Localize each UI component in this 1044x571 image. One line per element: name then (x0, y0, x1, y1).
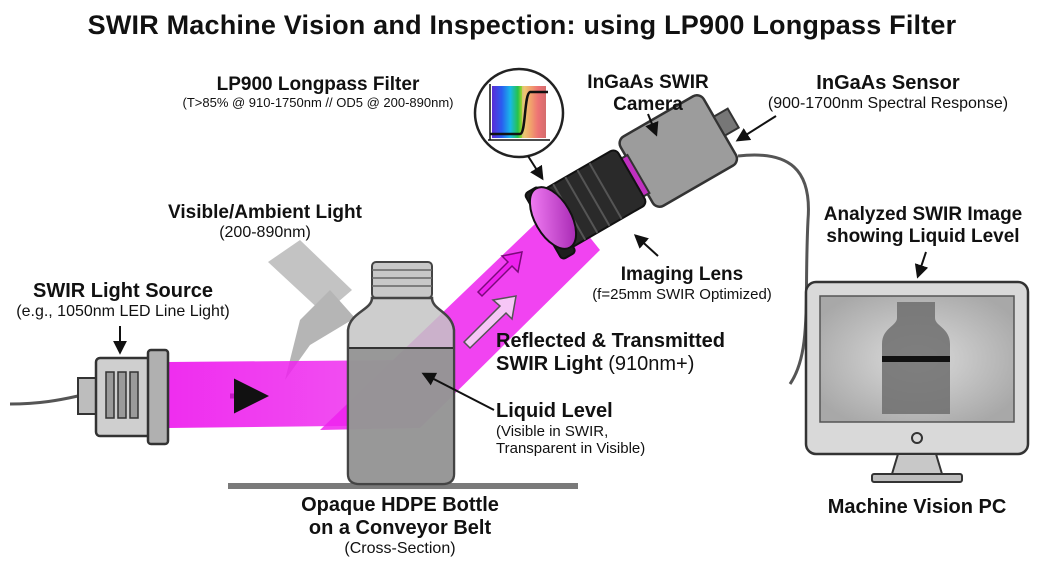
sensor-label: InGaAs Sensor (900-1700nm Spectral Respo… (738, 72, 1038, 113)
sensor-spec: (900-1700nm Spectral Response) (767, 95, 1009, 112)
liquid-spec-2: Transparent in Visible) (496, 440, 646, 458)
reflected-1: Reflected & Transmitted (496, 330, 725, 352)
filter-label: LP900 Longpass Filter (T>85% @ 910-1750n… (158, 74, 478, 111)
arrow-lens (633, 234, 659, 257)
liquid-title: Liquid Level (496, 400, 613, 422)
beam-arrow-reflected-1 (476, 251, 523, 298)
beam-arrow-reflected-2 (462, 295, 517, 350)
bottle (346, 261, 456, 486)
monitor (804, 280, 1030, 483)
camera-label: InGaAs SWIR Camera (578, 72, 718, 116)
camera-title-2: Camera (613, 93, 683, 115)
filter-title: LP900 Longpass Filter (216, 74, 420, 95)
camera-title-1: InGaAs SWIR (587, 72, 709, 93)
bottle-1: Opaque HDPE Bottle (301, 494, 499, 516)
arrow-liquid (421, 372, 495, 411)
reflected-2: SWIR Light (496, 353, 603, 375)
lens-label: Imaging Lens (f=25mm SWIR Optimized) (582, 264, 782, 303)
filter-spectrum-icon (473, 67, 565, 159)
sensor-title: InGaAs Sensor (816, 72, 960, 94)
arrow-analyzed (914, 251, 929, 279)
arrow-camera (645, 113, 659, 137)
bottle-3: (Cross-Section) (344, 540, 456, 557)
bottle-label: Opaque HDPE Bottle on a Conveyor Belt (C… (250, 494, 550, 558)
visible-light-label: Visible/Ambient Light (200-890nm) (140, 202, 390, 242)
visible-title: Visible/Ambient Light (168, 202, 362, 223)
lens-spec: (f=25mm SWIR Optimized) (592, 285, 772, 303)
lens-title: Imaging Lens (620, 264, 744, 285)
pc-label: Machine Vision PC (806, 496, 1028, 519)
conveyor-belt (228, 483, 578, 489)
liquid-level-label: Liquid Level (Visible in SWIR, Transpare… (496, 400, 716, 458)
analyzed-1: Analyzed SWIR Image (823, 204, 1023, 225)
reflected-light-label: Reflected & Transmitted SWIR Light (910n… (496, 330, 756, 376)
liquid-spec-1: (Visible in SWIR, (496, 423, 609, 440)
analyzed-2: showing Liquid Level (826, 225, 1020, 247)
page-title: SWIR Machine Vision and Inspection: usin… (87, 10, 957, 40)
arrow-filter (527, 155, 544, 181)
visible-light-arrow (285, 290, 355, 380)
pc-title: Machine Vision PC (827, 496, 1007, 518)
visible-spec: (200-890nm) (219, 223, 311, 241)
source-label: SWIR Light Source (e.g., 1050nm LED Line… (0, 280, 246, 321)
analyzed-image-label: Analyzed SWIR Image showing Liquid Level (808, 204, 1038, 248)
reflected-3: (910nm+) (608, 353, 695, 375)
bottle-2: on a Conveyor Belt (308, 517, 492, 539)
source-title: SWIR Light Source (33, 280, 213, 302)
source-spec: (e.g., 1050nm LED Line Light) (16, 303, 230, 320)
arrow-sensor (735, 115, 777, 142)
swir-light-source (9, 348, 170, 446)
filter-spec: (T>85% @ 910-1750nm // OD5 @ 200-890nm) (182, 94, 454, 110)
